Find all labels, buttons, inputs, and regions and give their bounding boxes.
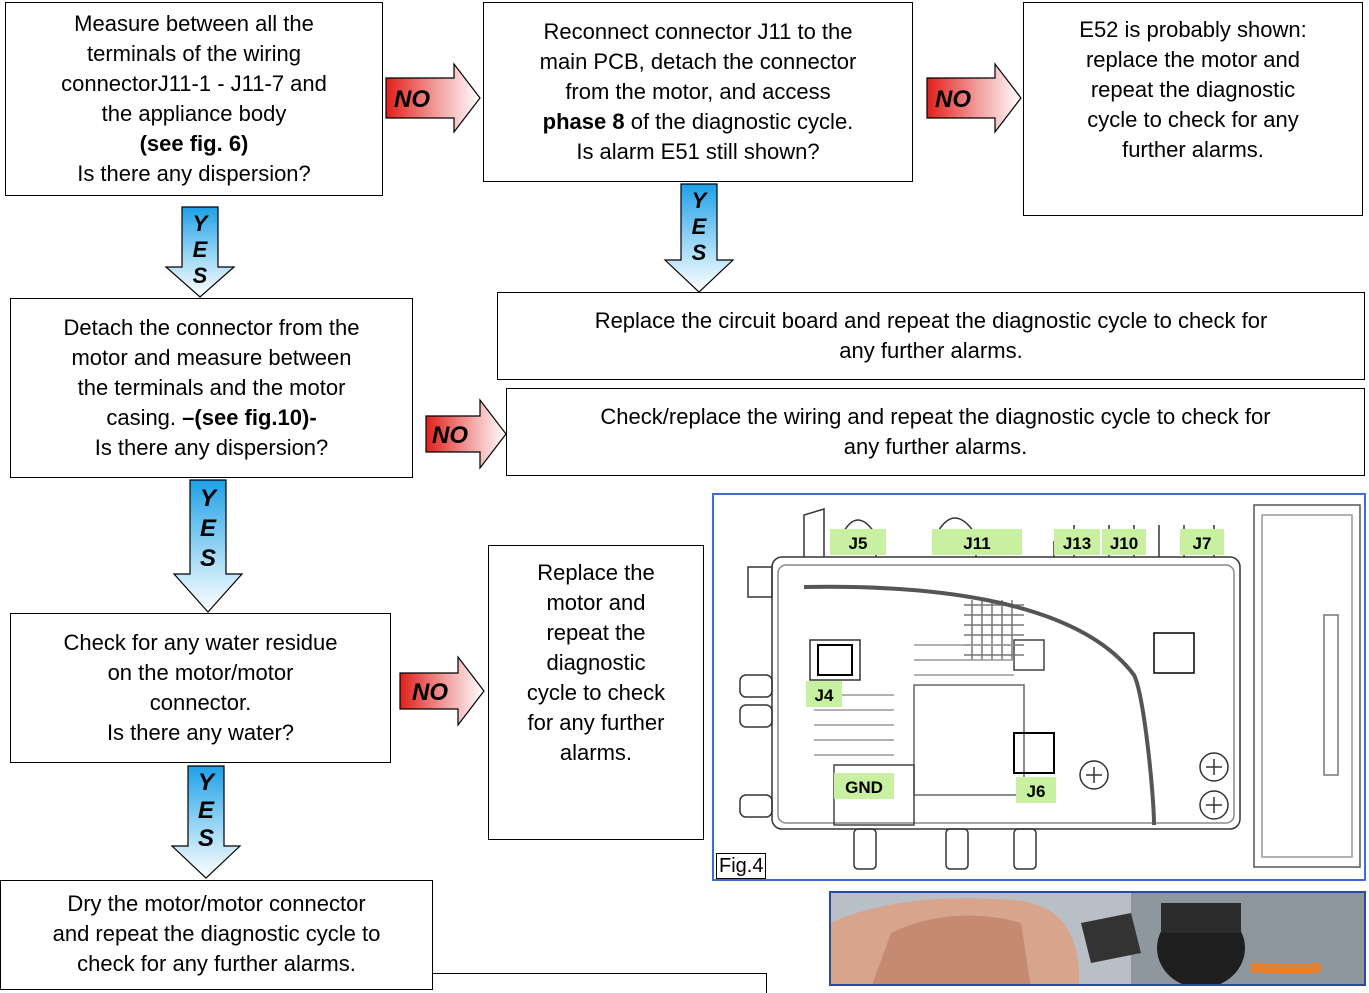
- pcb-drawing: J5 J11 J13 J10 J7 J4 GND J6: [739, 504, 1361, 870]
- yes-letter-y: Y: [198, 769, 216, 796]
- yes-letter-s: S: [193, 263, 208, 288]
- text-line: casing.: [106, 405, 183, 430]
- text-line: further alarms.: [1122, 137, 1264, 162]
- text-line: connectorJ11-1 - J11-7 and: [61, 71, 327, 96]
- step-replace-motor-box: Replace the motor and repeat the diagnos…: [488, 545, 704, 840]
- text-line: the terminals and the motor: [77, 375, 346, 400]
- text-line: replace the motor and: [1085, 47, 1301, 72]
- text-line: and repeat the diagnostic cycle to: [52, 921, 381, 946]
- connector-label-j13: J13: [1063, 534, 1091, 553]
- text-line: E52 is probably shown:: [1079, 17, 1307, 42]
- text-line: repeat the: [546, 620, 646, 645]
- yes-letter-s: S: [200, 545, 216, 572]
- no-label: NO: [935, 86, 971, 113]
- pcb-figure: J5 J11 J13 J10 J7 J4 GND J6 Fig.4: [712, 493, 1366, 881]
- motor-connector-photo: [829, 891, 1366, 986]
- connector-label-j10: J10: [1110, 534, 1138, 553]
- yes-letter-y: Y: [692, 188, 709, 213]
- no-label: NO: [394, 86, 430, 113]
- no-arrow: NO: [385, 62, 481, 134]
- text-line: Check for any water residue: [63, 630, 338, 655]
- yes-letter-e: E: [200, 515, 217, 542]
- connector-label-j11: J11: [963, 534, 990, 553]
- text-line: from the motor, and access: [565, 79, 831, 104]
- yes-letter-e: E: [193, 237, 209, 262]
- text-line: of the diagnostic cycle.: [624, 109, 854, 134]
- text-line: Measure between all the: [74, 11, 314, 36]
- text-line: check for any further alarms.: [77, 951, 356, 976]
- text-line: cycle to check for any: [1087, 107, 1299, 132]
- no-arrow: NO: [425, 398, 507, 470]
- text-line: motor and measure between: [71, 345, 352, 370]
- connector-label-j7: J7: [1193, 534, 1212, 553]
- text-line: any further alarms.: [839, 338, 1023, 363]
- photo-image: [831, 893, 1364, 984]
- step-replace-circuit-board-box: Replace the circuit board and repeat the…: [497, 292, 1365, 380]
- step-check-wiring-box: Check/replace the wiring and repeat the …: [506, 388, 1365, 476]
- yes-arrow: Y E S: [170, 765, 242, 879]
- text-line: the appliance body: [101, 101, 287, 126]
- step-e52-replace-motor-box: E52 is probably shown: replace the motor…: [1023, 2, 1363, 216]
- text-line: terminals of the wiring: [87, 41, 301, 66]
- text-line: for any further: [527, 710, 665, 735]
- yes-arrow: Y E S: [172, 479, 244, 613]
- text-line: on the motor/motor: [107, 660, 294, 685]
- text-line: repeat the diagnostic: [1090, 77, 1296, 102]
- connector-label-j6: J6: [1027, 782, 1046, 801]
- no-label: NO: [432, 422, 468, 449]
- text-line: cycle to check: [526, 680, 666, 705]
- figure-reference: –(see fig.10)-: [182, 405, 317, 430]
- yes-letter-e: E: [198, 797, 215, 824]
- step-reconnect-j11-box: Reconnect connector J11 to the main PCB,…: [483, 2, 913, 182]
- figure-reference: (see fig. 6): [139, 131, 249, 156]
- yes-letter-s: S: [198, 825, 214, 852]
- text-line: any further alarms.: [843, 434, 1028, 459]
- yes-letter-e: E: [692, 214, 708, 239]
- text-line: main PCB, detach the connector: [539, 49, 857, 74]
- text-line: motor and: [546, 590, 646, 615]
- no-arrow: NO: [399, 655, 485, 727]
- partial-box: [433, 973, 767, 993]
- connector-label-j5: J5: [849, 534, 868, 553]
- step-detach-connector-box: Detach the connector from the motor and …: [10, 298, 413, 478]
- text-line: Check/replace the wiring and repeat the …: [600, 404, 1271, 429]
- text-line: Dry the motor/motor connector: [67, 891, 366, 916]
- yes-letter-s: S: [692, 240, 707, 265]
- text-line: Detach the connector from the: [63, 315, 360, 340]
- question-text: Is there any water?: [106, 720, 295, 745]
- step-dry-motor-box: Dry the motor/motor connector and repeat…: [0, 880, 433, 990]
- step-measure-dispersion-box: Measure between all the terminals of the…: [5, 2, 383, 196]
- yes-arrow: Y E S: [663, 183, 735, 293]
- text-line: connector.: [149, 690, 252, 715]
- question-text: Is there any dispersion?: [94, 435, 329, 460]
- text-line: Replace the: [537, 560, 655, 585]
- yes-arrow: Y E S: [164, 206, 236, 298]
- connector-label-gnd: GND: [845, 778, 883, 797]
- step-check-water-box: Check for any water residue on the motor…: [10, 613, 391, 763]
- yes-letter-y: Y: [193, 211, 210, 236]
- text-line: alarms.: [559, 740, 633, 765]
- question-text: Is alarm E51 still shown?: [576, 139, 820, 164]
- no-arrow: NO: [926, 62, 1022, 134]
- figure-label: Fig.4: [716, 853, 767, 879]
- connector-label-j4: J4: [815, 686, 834, 705]
- yes-letter-y: Y: [200, 485, 218, 512]
- no-label: NO: [412, 679, 448, 706]
- question-text: Is there any dispersion?: [77, 161, 311, 186]
- text-line: Replace the circuit board and repeat the…: [594, 308, 1268, 333]
- text-line: Reconnect connector J11 to the: [543, 19, 853, 44]
- phase-reference: phase 8: [542, 109, 625, 134]
- text-line: diagnostic: [546, 650, 646, 675]
